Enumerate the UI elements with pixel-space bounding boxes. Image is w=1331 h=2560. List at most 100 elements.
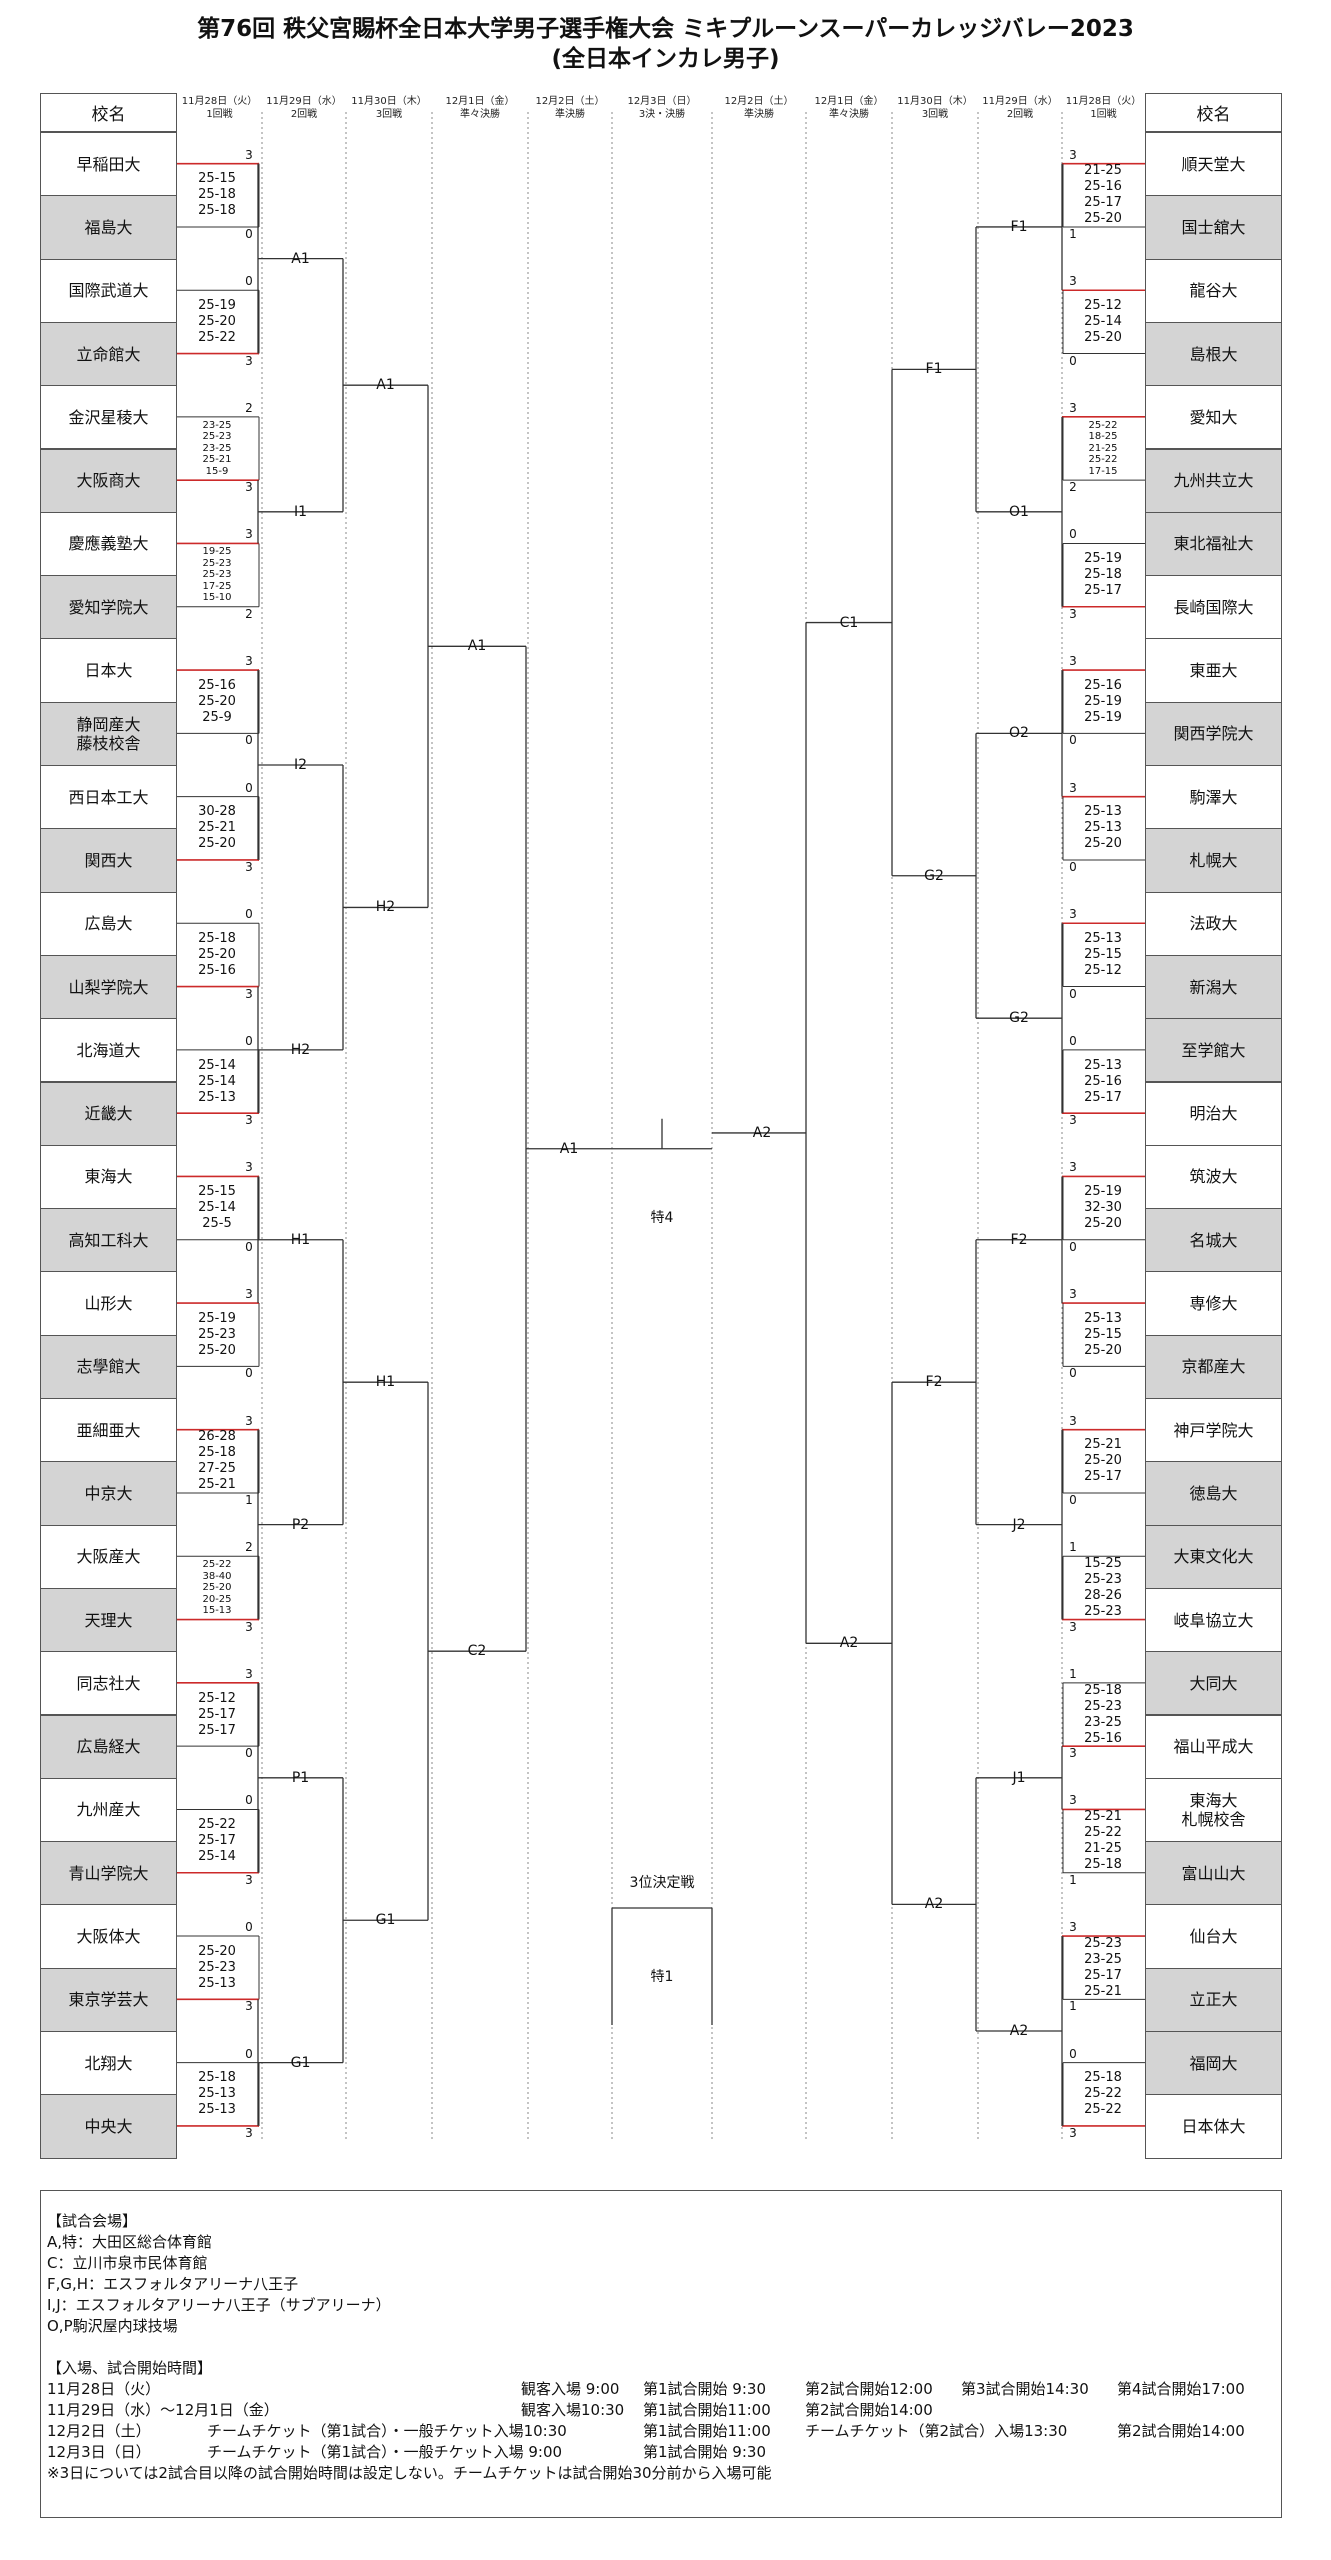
team-name: 早稲田大 [40,132,177,197]
schedule-row: 12月3日（日） チームチケット（第1試合）・一般チケット入場 9:00 第1試… [47,2443,766,2461]
page-title: 第76回 秩父宮賜杯全日本大学男子選手権大会 ミキプルーンスーパーカレッジバレー… [197,16,1134,42]
set-score: 25-18 [1084,567,1122,583]
team-name: 国士舘大 [1145,195,1282,260]
sets-won: 0 [245,1239,253,1254]
sets-won: 0 [1069,527,1077,542]
set-score: 25-16 [1084,179,1122,195]
set-score: 25-20 [1084,329,1122,345]
match-label: F2 [925,1374,943,1391]
match-label: J1 [1012,1769,1026,1786]
team-name: 大阪体大 [40,1904,177,1969]
team-name: 大阪産大 [40,1524,177,1589]
team-name: 北翔大 [40,2031,177,2096]
info-box: 【試合会場】 A,特：大田区総合体育館 C：立川市泉市民体育館 F,G,H：エス… [40,2190,1282,2518]
sets-won: 0 [1069,986,1077,1001]
team-name: 広島経大 [40,1714,177,1779]
sets-won: 3 [1069,1160,1077,1175]
schedule-row: 11月29日（水）～12月1日（金） 観客入場10:30 第1試合開始11:00… [47,2401,933,2419]
team-name: 順天堂大 [1145,132,1282,197]
set-score: 25-21 [1084,1983,1122,1999]
sets-won: 0 [1069,859,1077,874]
match-label: H2 [375,899,396,916]
set-score: 25-20 [198,1943,236,1959]
set-score: 15-9 [205,465,229,477]
round-header-right: 11月29日（水）2回戦 [978,95,1062,121]
sets-won: 3 [1069,400,1077,415]
sets-won: 0 [245,733,253,748]
sets-won: 3 [245,1287,253,1302]
sets-won: 2 [245,606,253,621]
set-score: 25-19 [198,297,236,313]
set-score: 25-22 [1088,454,1118,466]
set-score: 25-16 [1084,1073,1122,1089]
round-name: 1回戦 [1090,109,1117,120]
set-score: 25-17 [1084,583,1122,599]
page-subtitle: (全日本インカレ男子) [551,46,780,72]
team-name: 国際武道大 [40,258,177,323]
sets-won: 3 [1069,654,1077,669]
set-score: 25-18 [198,187,236,203]
set-score: 23-25 [1084,1714,1122,1730]
team-name: 筑波大 [1145,1144,1282,1210]
match-label: P2 [291,1516,310,1533]
round-name: 準決勝 [555,109,585,120]
sets-won: 3 [245,1113,253,1128]
set-score: 25-20 [198,313,236,329]
sets-won: 0 [245,1793,253,1808]
round-name: 2回戦 [290,109,318,120]
set-score: 23-25 [1084,1951,1122,1967]
team-name: 中央大 [40,2094,177,2159]
set-score: 25-21 [1084,1809,1122,1825]
sets-won: 0 [1069,733,1077,748]
round-header-left: 11月30日（木）3回戦 [346,95,432,121]
team-name: 静岡産大 藤枝校舎 [40,701,177,766]
team-name: 専修大 [1145,1271,1282,1336]
team-name: 関西大 [40,828,177,893]
set-score: 25-20 [1084,211,1122,227]
team-name: 至学館大 [1145,1018,1282,1083]
team-name: 広島大 [40,891,177,956]
set-score: 25-19 [1084,1184,1122,1200]
match-label: A1 [376,377,395,394]
set-score: 25-22 [1088,419,1118,431]
set-score: 25-16 [1084,677,1122,693]
set-score: 25-23 [202,431,232,443]
set-score: 25-15 [1084,1326,1122,1342]
set-score: 25-14 [1084,313,1122,329]
set-score: 25-23 [202,569,232,581]
team-name: 青山学院大 [40,1841,177,1906]
title-area: 第76回 秩父宮賜杯全日本大学男子選手権大会 ミキプルーンスーパーカレッジバレー… [0,14,1331,74]
sets-won: 3 [1069,147,1077,162]
match-label: A1 [559,1140,579,1157]
venue-line: I,J：エスフォルタアリーナ八王子（サブアリーナ） [47,2296,391,2314]
set-score: 25-16 [198,677,236,693]
sets-won: 0 [245,2046,253,2061]
set-score: 38-40 [202,1570,232,1582]
set-score: 17-15 [1088,465,1118,477]
team-name: 近畿大 [40,1081,177,1146]
set-score: 30-28 [198,804,236,820]
sets-won: 3 [1069,1793,1077,1808]
team-name: 東海大 札幌校舎 [1145,1777,1282,1843]
set-score: 25-15 [198,171,236,187]
match-label: G2 [924,867,944,884]
set-score: 25-21 [198,820,236,836]
round-date: 12月2日（土） [535,96,605,107]
set-score: 25-5 [202,1216,232,1232]
set-score: 27-25 [198,1461,236,1477]
set-score: 25-23 [202,557,232,569]
